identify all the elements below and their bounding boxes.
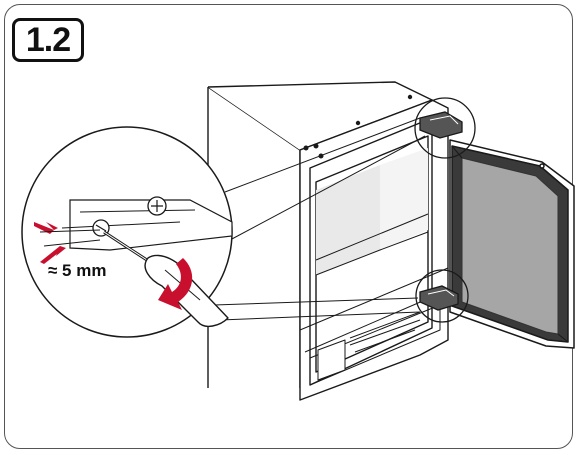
measurement-arrows: [34, 222, 66, 264]
cabinet: [207, 81, 449, 401]
lower-hinge: [415, 269, 469, 323]
curved-arrow-icon: [158, 258, 193, 310]
door: [449, 139, 575, 349]
magnifier-leaders: [213, 117, 426, 321]
measurement-label: ≈ 5 mm: [48, 261, 107, 280]
measurement-guides: [39, 229, 101, 247]
step-number-badge: 1.2: [12, 18, 84, 62]
upper-hinge: [414, 97, 476, 159]
